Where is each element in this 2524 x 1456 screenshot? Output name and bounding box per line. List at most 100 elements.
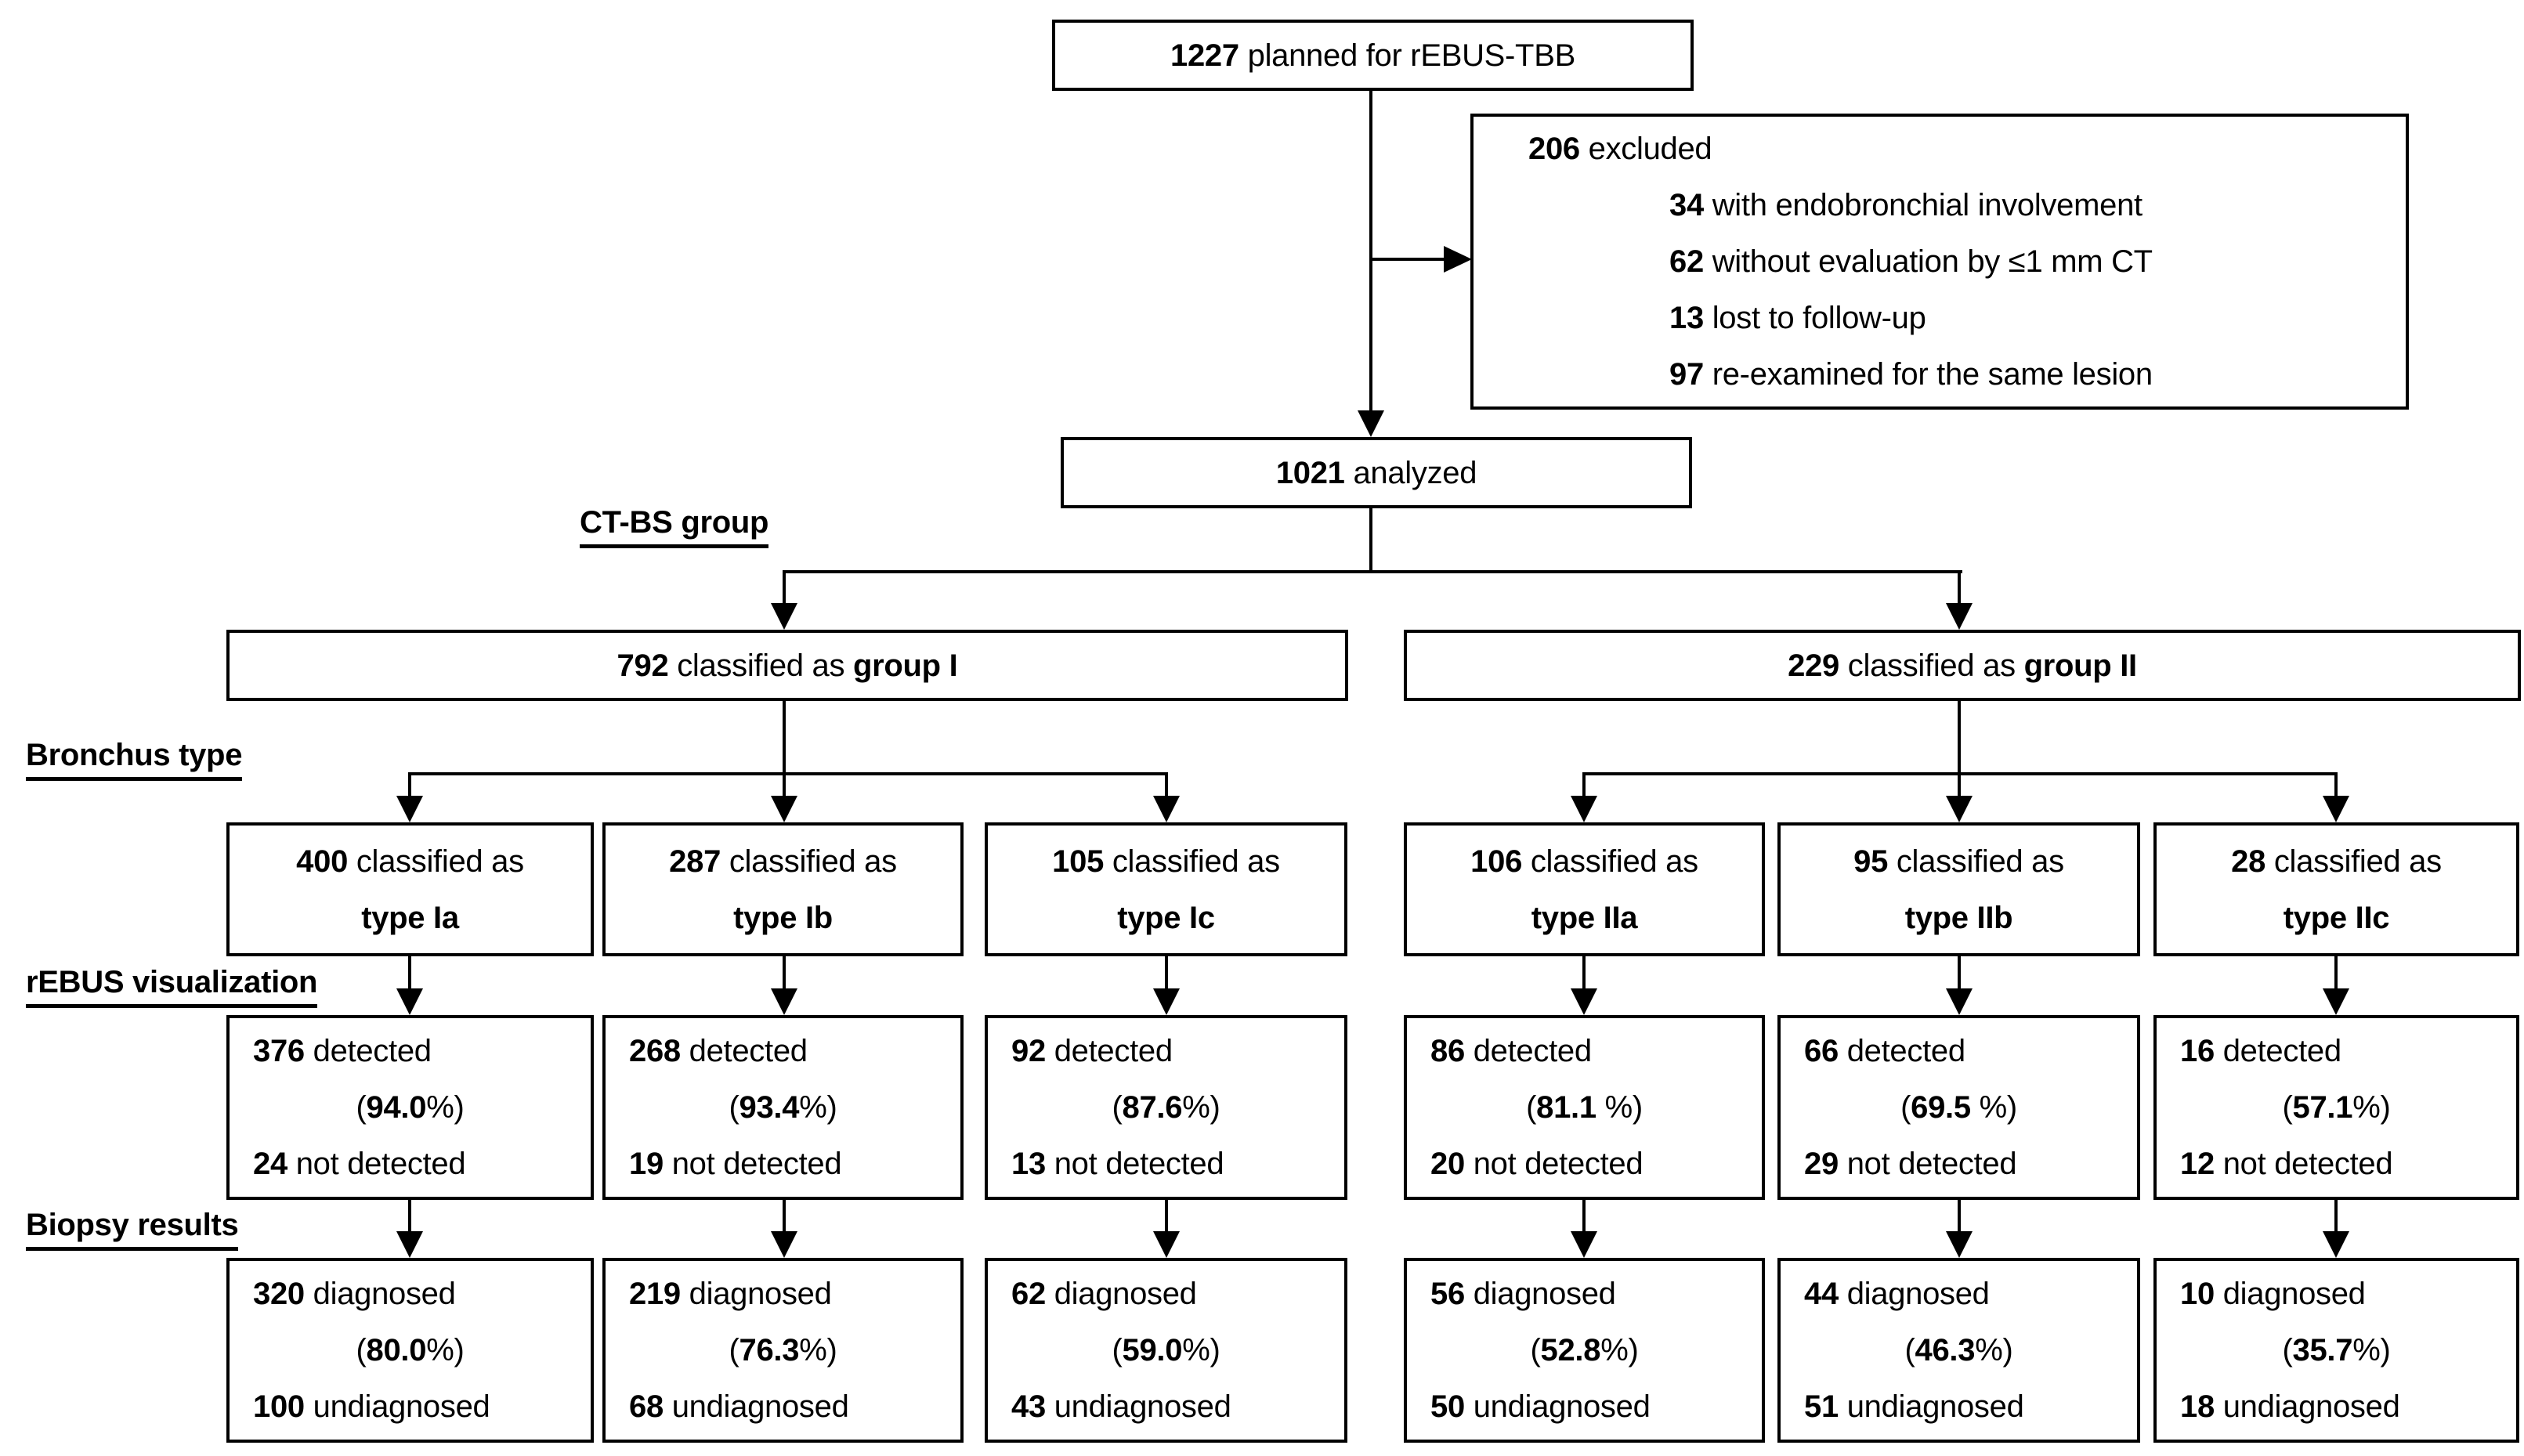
arrowhead-to-type-ia	[396, 796, 423, 822]
connector-detect-biopsy-4	[1582, 1200, 1586, 1233]
detect-pct: (81.1 %)	[1526, 1090, 1643, 1125]
analyzed-box: 1021 analyzed	[1061, 437, 1692, 508]
biopsy-pct: (80.0%)	[356, 1333, 465, 1367]
group-2-box: 229 classified as group II	[1404, 630, 2521, 701]
type-line2: type Ia	[361, 900, 459, 935]
arrowhead-to-type-iia	[1571, 796, 1597, 822]
type-line2: type IIb	[1904, 900, 2013, 935]
arrowhead-detect-3	[1153, 988, 1180, 1015]
connector-to-type-iia	[1582, 772, 1586, 797]
connector-type-detect-5	[1958, 956, 1961, 990]
detect-line2: 12 not detected	[2180, 1147, 2393, 1181]
detect-pct: (94.0%)	[356, 1090, 465, 1125]
arrowhead-biopsy-4	[1571, 1231, 1597, 1258]
analyzed-text: 1021 analyzed	[1275, 455, 1477, 490]
biopsy-line2: 100 undiagnosed	[253, 1389, 490, 1424]
detect-line2: 29 not detected	[1804, 1147, 2017, 1181]
connector-type-detect-4	[1582, 956, 1586, 990]
biopsy-line2: 68 undiagnosed	[629, 1389, 849, 1424]
biopsy-line1: 10 diagnosed	[2180, 1277, 2366, 1311]
detect-line2: 24 not detected	[253, 1147, 466, 1181]
split-line-group1-types	[408, 772, 1167, 775]
detect-pct: (57.1%)	[2282, 1090, 2391, 1125]
type-line1: 28 classified as	[2231, 844, 2442, 879]
biopsy-pct: (59.0%)	[1112, 1333, 1220, 1367]
type-line2: type Ib	[733, 900, 833, 935]
connector-detect-biopsy-6	[2334, 1200, 2338, 1233]
split-line-group2-types	[1582, 772, 2338, 775]
excluded-item: 13 lost to follow-up	[1669, 301, 1926, 335]
type-ia-box: 400 classified as type Ia	[226, 822, 594, 956]
detect-line1: 16 detected	[2180, 1034, 2341, 1068]
connector-detect-biopsy-5	[1958, 1200, 1961, 1233]
biopsy-iia-box: 56 diagnosed (52.8%) 50 undiagnosed	[1404, 1258, 1765, 1443]
type-ib-box: 287 classified as type Ib	[602, 822, 964, 956]
arrowhead-to-type-ic	[1153, 796, 1180, 822]
connector-detect-biopsy-1	[408, 1200, 411, 1233]
arrowhead-to-type-iib	[1946, 796, 1973, 822]
excluded-box: 206 excluded 34 with endobronchial invol…	[1470, 114, 2409, 410]
biopsy-pct: (76.3%)	[729, 1333, 837, 1367]
biopsy-iib-box: 44 diagnosed (46.3%) 51 undiagnosed	[1777, 1258, 2140, 1443]
arrowhead-biopsy-6	[2323, 1231, 2349, 1258]
type-line2: type IIc	[2283, 900, 2390, 935]
type-line2: type Ic	[1117, 900, 1215, 935]
connector-to-type-iic	[2334, 772, 2338, 797]
type-iia-box: 106 classified as type IIa	[1404, 822, 1765, 956]
detect-line1: 92 detected	[1011, 1034, 1173, 1068]
type-line1: 95 classified as	[1853, 844, 2064, 879]
biopsy-line1: 62 diagnosed	[1011, 1277, 1197, 1311]
arrowhead-detect-2	[771, 988, 797, 1015]
excluded-title: 206 excluded	[1528, 132, 1712, 166]
detect-iic-box: 16 detected (57.1%) 12 not detected	[2153, 1015, 2519, 1200]
detect-iia-box: 86 detected (81.1 %) 20 not detected	[1404, 1015, 1765, 1200]
label-biopsy-results: Biopsy results	[26, 1208, 239, 1251]
detect-line1: 376 detected	[253, 1034, 432, 1068]
type-iic-box: 28 classified as type IIc	[2153, 822, 2519, 956]
detect-line1: 86 detected	[1430, 1034, 1592, 1068]
arrowhead-detect-4	[1571, 988, 1597, 1015]
planned-box: 1227 planned for rEBUS-TBB	[1052, 20, 1694, 91]
detect-line1: 66 detected	[1804, 1034, 1965, 1068]
arrowhead-detect-1	[396, 988, 423, 1015]
biopsy-line2: 43 undiagnosed	[1011, 1389, 1231, 1424]
detect-line2: 20 not detected	[1430, 1147, 1643, 1181]
biopsy-line2: 50 undiagnosed	[1430, 1389, 1651, 1424]
arrowhead-to-group2	[1946, 603, 1973, 630]
type-ic-box: 105 classified as type Ic	[985, 822, 1347, 956]
connector-type-detect-3	[1165, 956, 1168, 990]
connector-type-detect-2	[783, 956, 786, 990]
biopsy-line2: 51 undiagnosed	[1804, 1389, 2024, 1424]
detect-ic-box: 92 detected (87.6%) 13 not detected	[985, 1015, 1347, 1200]
biopsy-line1: 320 diagnosed	[253, 1277, 456, 1311]
connector-type-detect-6	[2334, 956, 2338, 990]
type-line1: 105 classified as	[1052, 844, 1280, 879]
biopsy-line1: 56 diagnosed	[1430, 1277, 1616, 1311]
connector-to-excluded	[1369, 258, 1444, 261]
excluded-item: 62 without evaluation by ≤1 mm CT	[1669, 244, 2153, 279]
type-line1: 400 classified as	[296, 844, 524, 879]
biopsy-pct: (46.3%)	[1904, 1333, 2013, 1367]
type-iib-box: 95 classified as type IIb	[1777, 822, 2140, 956]
connector-to-type-ia	[408, 772, 411, 797]
biopsy-iic-box: 10 diagnosed (35.7%) 18 undiagnosed	[2153, 1258, 2519, 1443]
biopsy-pct: (35.7%)	[2282, 1333, 2391, 1367]
detect-pct: (69.5 %)	[1900, 1090, 2017, 1125]
arrowhead-to-analyzed	[1358, 410, 1384, 437]
arrowhead-to-group1	[771, 603, 797, 630]
detect-line1: 268 detected	[629, 1034, 808, 1068]
arrowhead-biopsy-2	[771, 1231, 797, 1258]
excluded-item: 34 with endobronchial involvement	[1669, 188, 2143, 222]
biopsy-ib-box: 219 diagnosed (76.3%) 68 undiagnosed	[602, 1258, 964, 1443]
type-line1: 287 classified as	[669, 844, 897, 879]
type-line2: type IIa	[1531, 900, 1638, 935]
split-line-groups	[783, 570, 1962, 573]
arrowhead-to-type-iic	[2323, 796, 2349, 822]
label-bronchus-type: Bronchus type	[26, 738, 242, 781]
connector-detect-biopsy-3	[1165, 1200, 1168, 1233]
detect-ia-box: 376 detected (94.0%) 24 not detected	[226, 1015, 594, 1200]
group-1-text: 792 classified as group I	[617, 648, 958, 683]
label-rebus-visualization: rEBUS visualization	[26, 965, 317, 1008]
detect-pct: (87.6%)	[1112, 1090, 1220, 1125]
